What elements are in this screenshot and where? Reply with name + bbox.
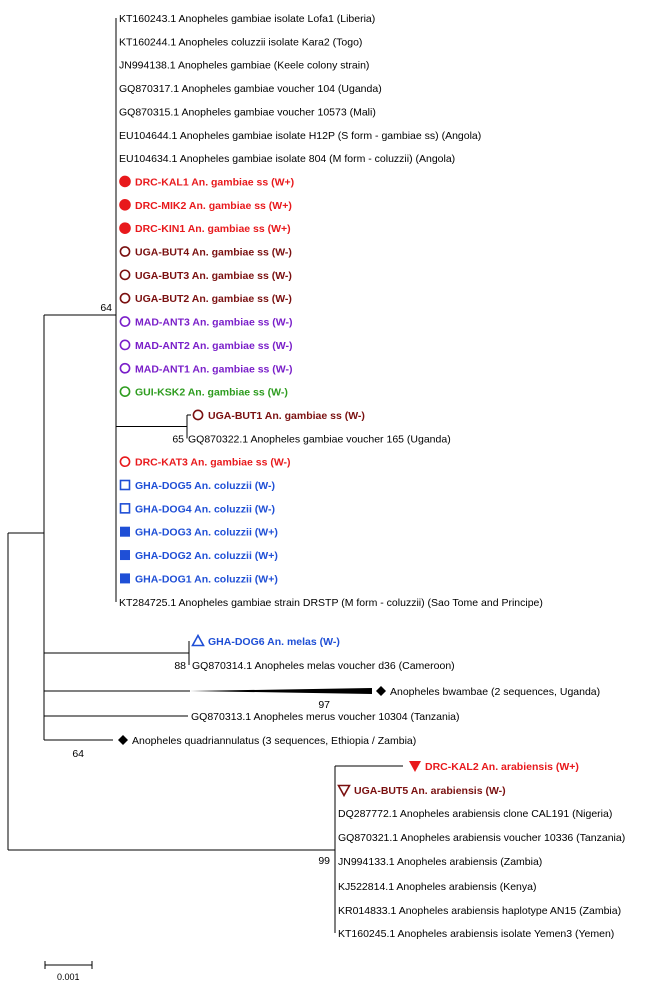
leaf-after-1-marker [119, 479, 131, 491]
leaf-9-marker [119, 222, 131, 234]
leaf-1-label: KT160244.1 Anopheles coluzzii isolate Ka… [119, 36, 362, 48]
leaf-melas-dog6-marker [191, 633, 205, 647]
leaf-12-label: UGA-BUT2 An. gambiae ss (W-) [135, 293, 292, 305]
leaf-2-label: JN994138.1 Anopheles gambiae (Keele colo… [119, 60, 369, 72]
tree-branches [7, 18, 403, 933]
scale-bar: 0.001 [44, 961, 93, 982]
leaf-after-5-marker [120, 573, 130, 584]
support-88: 88 [174, 660, 186, 672]
leaf-16-marker [119, 386, 131, 397]
leaf-melas-dog6-label: GHA-DOG6 An. melas (W-) [208, 636, 340, 648]
leaf-after-2-label: GHA-DOG4 An. coluzzii (W-) [135, 503, 275, 515]
leaf-4-label: GQ870315.1 Anopheles gambiae voucher 105… [119, 106, 376, 118]
support-65: 65 [172, 433, 184, 445]
quadriannulatus-label: Anopheles quadriannulatus (3 sequences, … [132, 735, 416, 747]
leaf-6-label: EU104634.1 Anopheles gambiae isolate 804… [119, 153, 455, 165]
leaf-melas-gq-label: GQ870314.1 Anopheles melas voucher d36 (… [192, 660, 455, 672]
scale-bar-label: 0.001 [57, 972, 80, 982]
quadriannulatus-marker [118, 735, 128, 745]
leaf-after-4-label: GHA-DOG2 An. coluzzii (W+) [135, 550, 278, 562]
leaf-after-5-label: GHA-DOG1 An. coluzzii (W+) [135, 573, 278, 585]
leaf-11-label: UGA-BUT3 An. gambiae ss (W-) [135, 270, 292, 282]
leaf-uga-but1-label: UGA-BUT1 An. gambiae ss (W-) [208, 410, 365, 422]
leaf-3-label: GQ870317.1 Anopheles gambiae voucher 104… [119, 83, 382, 95]
leaf-arab-1-label: UGA-BUT5 An. arabiensis (W-) [354, 785, 506, 797]
leaf-14-label: MAD-ANT2 An. gambiae ss (W-) [135, 340, 293, 352]
leaf-arab-7-label: KT160245.1 Anopheles arabiensis isolate … [338, 928, 614, 940]
leaf-after-2-marker [119, 503, 131, 514]
collapsed-triangle-bwambae [190, 688, 372, 694]
tree-markers [118, 175, 421, 798]
leaf-after-0-label: DRC-KAT3 An. gambiae ss (W-) [135, 457, 291, 469]
support-99: 99 [318, 855, 330, 867]
support-64-gambiae: 64 [100, 302, 112, 314]
leaf-0-label: KT160243.1 Anopheles gambiae isolate Lof… [119, 13, 375, 25]
leaf-arab-4-label: JN994133.1 Anopheles arabiensis (Zambia) [338, 856, 542, 868]
leaf-uga-but1-marker [192, 409, 204, 421]
leaf-13-label: MAD-ANT3 An. gambiae ss (W-) [135, 317, 293, 329]
leaf-13-marker [119, 316, 131, 327]
leaf-15-label: MAD-ANT1 An. gambiae ss (W-) [135, 363, 293, 375]
leaf-after-3-label: GHA-DOG3 An. coluzzii (W+) [135, 527, 278, 539]
bwambae-marker [376, 686, 386, 696]
leaf-10-marker [119, 246, 131, 257]
leaf-after-0-marker [119, 456, 131, 468]
leaf-arab-6-label: KR014833.1 Anopheles arabiensis haplotyp… [338, 905, 621, 917]
leaf-arab-3-label: GQ870321.1 Anopheles arabiensis voucher … [338, 832, 625, 844]
leaf-after-1-label: GHA-DOG5 An. coluzzii (W-) [135, 480, 275, 492]
support-64-quadri: 64 [72, 748, 84, 760]
leaf-kal2-marker [409, 761, 421, 772]
leaf-8-marker [119, 199, 131, 211]
leaf-9-label: DRC-KIN1 An. gambiae ss (W+) [135, 223, 291, 235]
support-values: 65 64 88 97 64 99 [72, 302, 330, 867]
leaf-16-label: GUI-KSK2 An. gambiae ss (W-) [135, 387, 288, 399]
leaf-15-marker [119, 362, 131, 374]
leaf-after-6-label: KT284725.1 Anopheles gambiae strain DRST… [119, 597, 543, 609]
leaf-gq870322-label: GQ870322.1 Anopheles gambiae voucher 165… [188, 433, 451, 445]
leaf-kal2-label: DRC-KAL2 An. arabiensis (W+) [425, 761, 579, 773]
leaf-after-4-marker [120, 550, 130, 561]
leaf-11-marker [119, 269, 131, 281]
leaf-merus-label: GQ870313.1 Anopheles merus voucher 10304… [191, 711, 460, 723]
leaf-8-label: DRC-MIK2 An. gambiae ss (W+) [135, 200, 292, 212]
leaf-10-label: UGA-BUT4 An. gambiae ss (W-) [135, 247, 292, 259]
bwambae-label: Anopheles bwambae (2 sequences, Uganda) [390, 686, 600, 698]
tree-labels: KT160243.1 Anopheles gambiae isolate Lof… [119, 13, 625, 940]
leaf-after-3-marker [120, 526, 130, 537]
leaf-5-label: EU104644.1 Anopheles gambiae isolate H12… [119, 130, 481, 142]
leaf-arab-5-label: KJ522814.1 Anopheles arabiensis (Kenya) [338, 881, 536, 893]
support-97: 97 [318, 699, 330, 711]
leaf-7-label: DRC-KAL1 An. gambiae ss (W+) [135, 176, 294, 188]
leaf-arab-2-label: DQ287772.1 Anopheles arabiensis clone CA… [338, 808, 612, 820]
leaf-7-marker [119, 175, 131, 188]
leaf-12-marker [119, 292, 131, 304]
leaf-arab-1-marker [337, 784, 351, 798]
leaf-14-marker [119, 339, 131, 351]
